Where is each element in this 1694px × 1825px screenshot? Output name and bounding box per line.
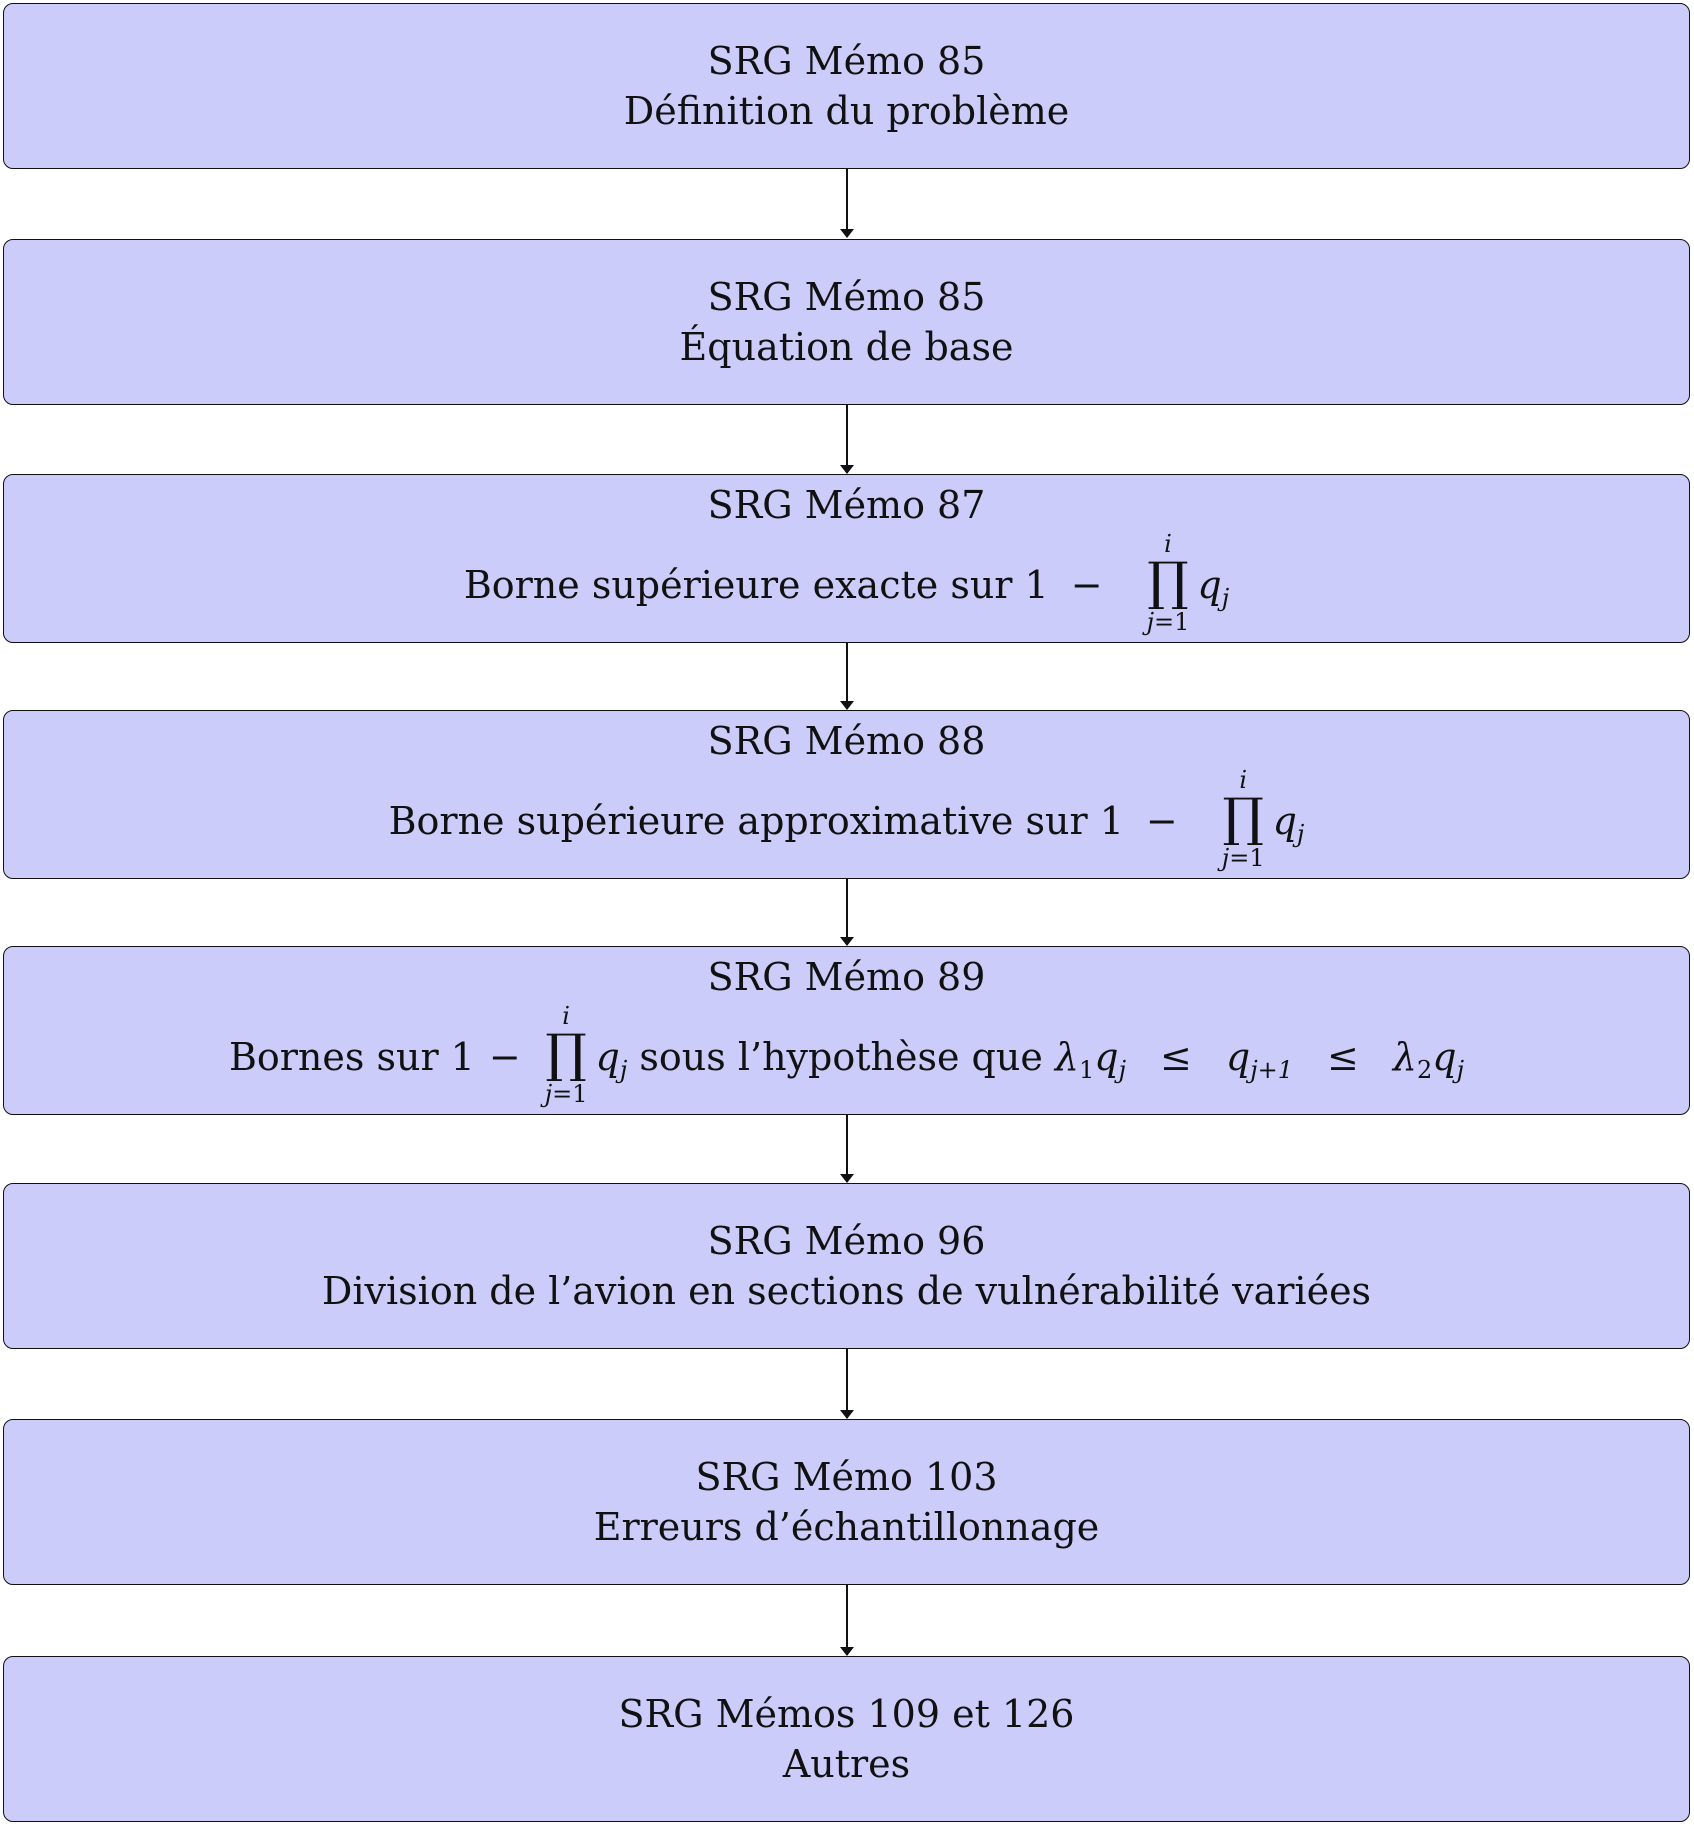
memo-label: SRG Mémo 103: [695, 1455, 998, 1499]
product-lower-limit: j=1: [545, 1078, 588, 1110]
product-start: =1: [1154, 607, 1190, 636]
arrow-down: [840, 1115, 854, 1183]
memo-topic: Définition du problème: [623, 89, 1070, 133]
formula-variable: qj: [595, 1034, 628, 1084]
memo-89-box: SRG Mémo 89 Bornes sur 1 − i ∏ j=1 qj so…: [3, 946, 1690, 1115]
product-lower-limit: j=1: [1147, 606, 1190, 638]
product-upper-limit: i: [562, 1001, 570, 1030]
memo-label: SRG Mémo 96: [707, 1219, 986, 1263]
formula-text: sous l’hypothèse que: [627, 1034, 1055, 1079]
lambda-1-term: λ1qj: [1054, 1034, 1127, 1084]
memo-109-126-box: SRG Mémos 109 et 126 Autres: [3, 1656, 1690, 1822]
memo-topic: Division de l’avion en sections de vulné…: [321, 1269, 1372, 1313]
arrow-down: [840, 1349, 854, 1419]
formula-variable: qj: [1272, 798, 1305, 848]
next-variable: qj+1: [1225, 1034, 1294, 1084]
leq-sign: ≤: [1327, 1034, 1359, 1079]
arrow-down: [840, 1585, 854, 1656]
memo-label: SRG Mémos 109 et 126: [618, 1692, 1075, 1736]
product-upper-limit: i: [1164, 529, 1172, 558]
formula-text: Borne supérieure approximative sur 1: [388, 798, 1124, 843]
memo-label: SRG Mémo 85: [707, 39, 986, 83]
product-start: =1: [1229, 843, 1265, 872]
product-index: j: [1221, 843, 1230, 872]
memo-103-box: SRG Mémo 103 Erreurs d’échantillonnage: [3, 1419, 1690, 1585]
memo-label: SRG Mémo 85: [707, 275, 986, 319]
memo-85-problem-box: SRG Mémo 85 Définition du problème: [3, 3, 1690, 169]
arrow-down: [840, 643, 854, 710]
formula-text: Bornes sur 1: [228, 1034, 475, 1079]
arrow-down: [840, 169, 854, 238]
memo-formula: Bornes sur 1 − i ∏ j=1 qj sous l’hypothè…: [229, 1004, 1464, 1110]
memo-88-box: SRG Mémo 88 Borne supérieure approximati…: [3, 710, 1690, 879]
formula-text: Borne supérieure exacte sur 1: [463, 562, 1049, 607]
leq-sign: ≤: [1160, 1034, 1192, 1079]
formula-variable: qj: [1197, 562, 1230, 612]
memo-topic: Erreurs d’échantillonnage: [593, 1505, 1100, 1549]
product-index: j: [1146, 607, 1155, 636]
minus-sign: −: [488, 1034, 521, 1079]
product-operator: i ∏ j=1: [1222, 768, 1265, 874]
memo-formula: Borne supérieure approximative sur 1 − i…: [389, 768, 1305, 874]
arrow-down: [840, 405, 854, 474]
lambda-2-term: λ2qj: [1392, 1034, 1465, 1084]
product-index: j: [544, 1079, 553, 1108]
product-symbol: ∏: [545, 1023, 587, 1084]
memo-topic: Autres: [782, 1742, 911, 1786]
memo-87-box: SRG Mémo 87 Borne supérieure exacte sur …: [3, 474, 1690, 643]
memo-label: SRG Mémo 88: [707, 718, 986, 763]
product-symbol: ∏: [1222, 787, 1264, 848]
product-operator: i ∏ j=1: [545, 1004, 588, 1110]
product-operator: i ∏ j=1: [1147, 532, 1190, 638]
minus-sign: −: [1145, 798, 1178, 843]
arrow-down: [840, 879, 854, 946]
memo-96-box: SRG Mémo 96 Division de l’avion en secti…: [3, 1183, 1690, 1349]
product-upper-limit: i: [1239, 765, 1248, 794]
memo-topic: Équation de base: [679, 325, 1014, 369]
memo-label: SRG Mémo 89: [707, 954, 986, 999]
memo-label: SRG Mémo 87: [707, 482, 986, 527]
product-start: =1: [552, 1079, 588, 1108]
memo-85-equation-box: SRG Mémo 85 Équation de base: [3, 239, 1690, 405]
product-lower-limit: j=1: [1222, 842, 1265, 874]
minus-sign: −: [1070, 562, 1103, 607]
memo-formula: Borne supérieure exacte sur 1 − i ∏ j=1 …: [464, 532, 1229, 638]
product-symbol: ∏: [1147, 551, 1189, 612]
